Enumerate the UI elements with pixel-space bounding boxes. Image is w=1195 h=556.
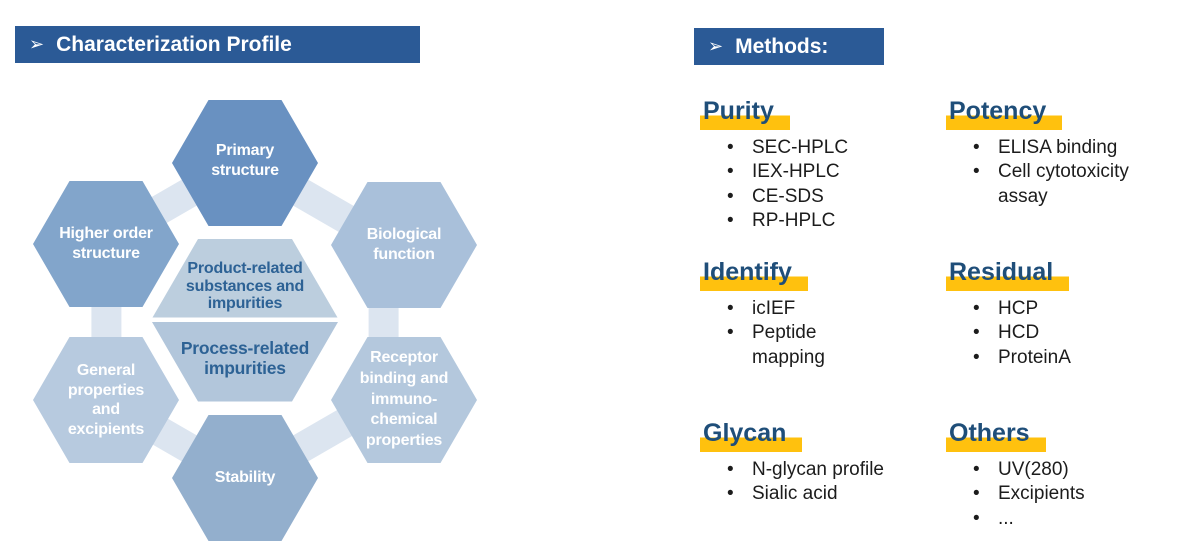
list-item: ... <box>946 507 1186 532</box>
list-item: Peptide mapping <box>700 321 940 370</box>
list-item: ProteinA <box>946 346 1186 371</box>
chevron-arrow-icon: ➢ <box>29 34 45 55</box>
hexagon-general-properties <box>33 337 179 463</box>
glycan-method-list: N-glycan profile Sialic acid <box>700 458 940 507</box>
section-title-glycan: Glycan <box>700 419 803 452</box>
list-item: icIEF <box>700 297 940 322</box>
primary-structure-label: Primary structure <box>211 142 279 180</box>
list-item: CE-SDS <box>700 185 940 210</box>
process-related-impurities-label: Process-related impurities <box>180 338 310 378</box>
center-hexagon-top-product-related <box>152 239 338 318</box>
residual-method-list: HCP HCD ProteinA <box>946 297 1186 371</box>
section-others: Others UV(280) Excipients ... <box>946 419 1186 531</box>
others-method-list: UV(280) Excipients ... <box>946 458 1186 532</box>
purity-method-list: SEC-HPLC IEX-HPLC CE-SDS RP-HPLC <box>700 136 940 234</box>
chevron-arrow-icon: ➢ <box>708 36 724 57</box>
section-glycan: Glycan N-glycan profile Sialic acid <box>700 419 940 507</box>
section-potency: Potency ELISA binding Cell cytotoxicity … <box>946 97 1186 209</box>
list-item: UV(280) <box>946 458 1186 483</box>
hexagon-biological-function <box>331 182 477 308</box>
list-item: HCP <box>946 297 1186 322</box>
hexagon-stability <box>172 415 318 541</box>
list-item: N-glycan profile <box>700 458 940 483</box>
potency-method-list: ELISA binding Cell cytotoxicity assay <box>946 136 1186 210</box>
section-title-identify: Identify <box>700 258 808 291</box>
list-item: IEX-HPLC <box>700 160 940 185</box>
hexagon-higher-order-structure <box>33 181 179 307</box>
list-item: Sialic acid <box>700 482 940 507</box>
section-purity: Purity SEC-HPLC IEX-HPLC CE-SDS RP-HPLC <box>700 97 940 234</box>
methods-title: Methods: <box>735 34 829 58</box>
characterization-hexagon-diagram: Primary structure Higher order structure… <box>30 88 482 550</box>
list-item: Cell cytotoxicity assay <box>946 160 1186 209</box>
hexagon-receptor-binding <box>331 337 477 463</box>
general-properties-label: General properties and excipients <box>67 362 145 438</box>
list-item: Excipients <box>946 482 1186 507</box>
section-title-potency: Potency <box>946 97 1063 130</box>
methods-header: ➢ Methods: <box>694 28 884 65</box>
section-residual: Residual HCP HCD ProteinA <box>946 258 1186 370</box>
section-title-others: Others <box>946 419 1046 452</box>
characterization-profile-header: ➢ Characterization Profile <box>15 26 420 63</box>
section-title-purity: Purity <box>700 97 790 130</box>
list-item: ELISA binding <box>946 136 1186 161</box>
product-related-substances-label: Product-related substances and impuritie… <box>185 260 305 313</box>
hexagon-primary-structure <box>172 100 318 226</box>
hexagon-diagram-canvas <box>33 100 477 541</box>
receptor-binding-label: Receptor binding and immuno- chemical pr… <box>359 349 449 450</box>
list-item: SEC-HPLC <box>700 136 940 161</box>
identify-method-list: icIEF Peptide mapping <box>700 297 940 371</box>
list-item: RP-HPLC <box>700 209 940 234</box>
higher-order-structure-label: Higher order structure <box>59 225 153 263</box>
stability-label: Stability <box>214 469 276 486</box>
section-identify: Identify icIEF Peptide mapping <box>700 258 940 370</box>
biological-function-label: Biological function <box>366 226 442 264</box>
center-hexagon-bottom-process-related <box>152 322 338 402</box>
list-item: HCD <box>946 321 1186 346</box>
section-title-residual: Residual <box>946 258 1070 291</box>
page-title: Characterization Profile <box>56 32 292 56</box>
